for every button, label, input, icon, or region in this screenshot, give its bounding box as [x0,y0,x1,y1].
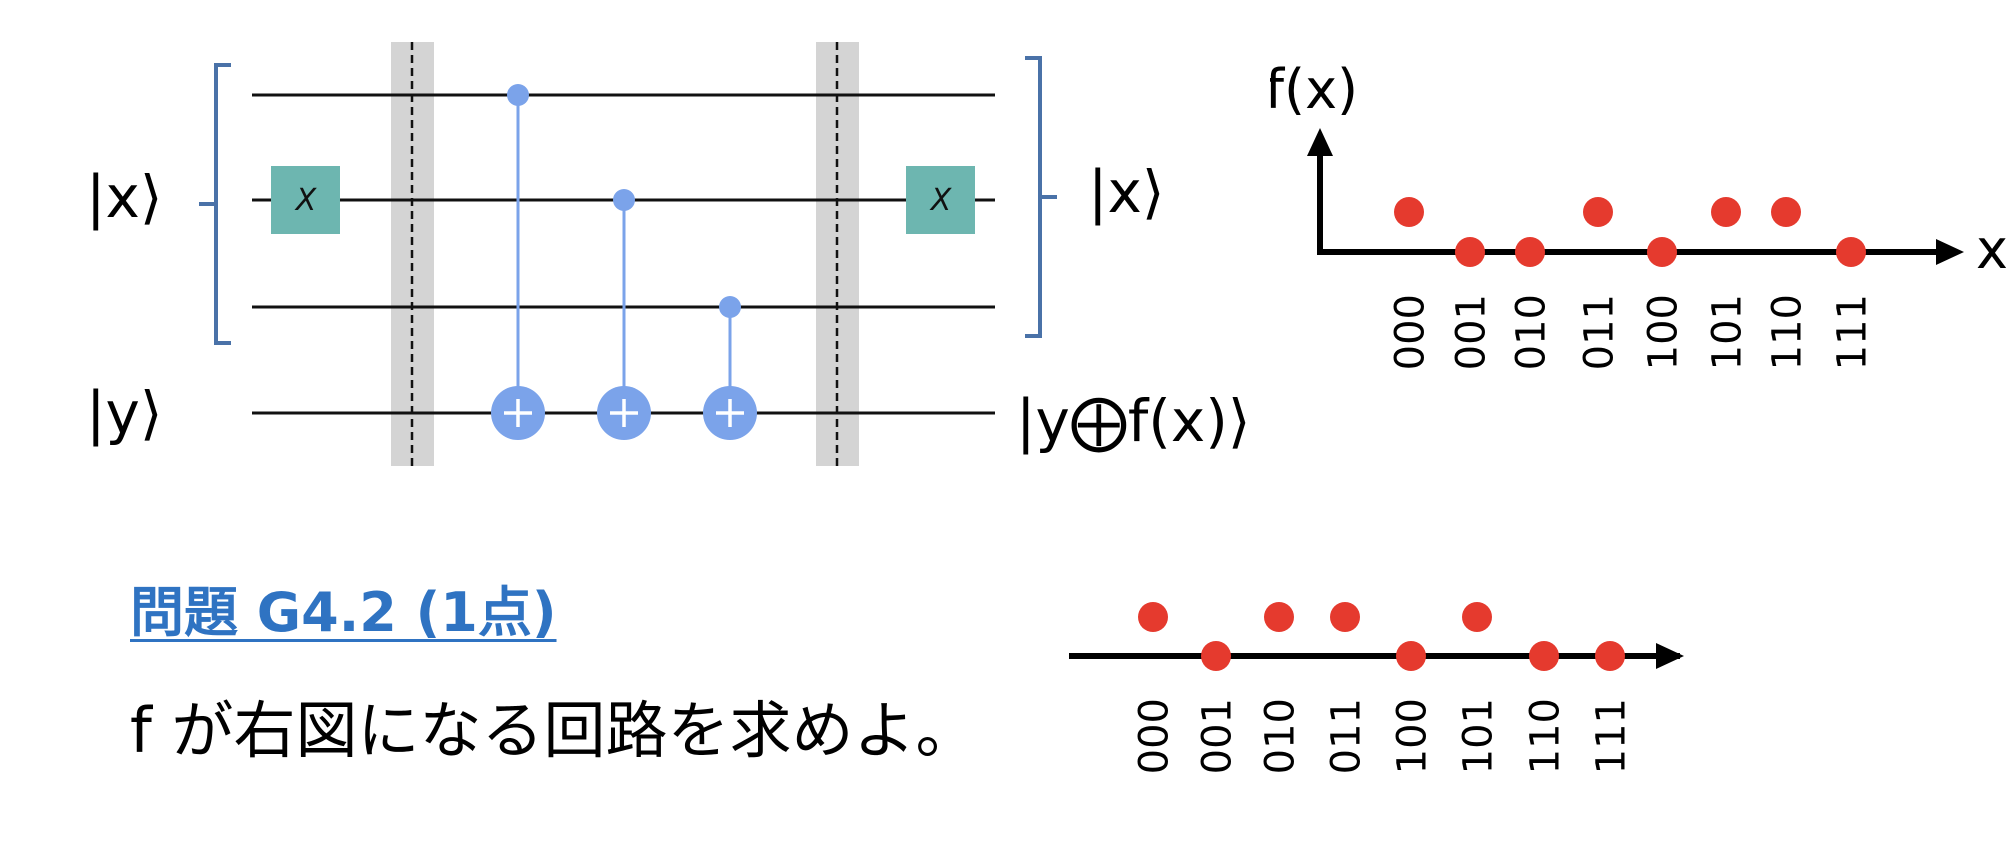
data-point-010 [1264,602,1294,632]
output-y-label: |y⨁f(x)⟩ [1016,387,1251,455]
data-point-101 [1711,197,1741,227]
data-point-000 [1394,197,1424,227]
input-x-label: |x⟩ [86,163,163,231]
quantum-circuit: X X [0,0,1290,500]
tick-label-001: 001 [1194,698,1240,774]
data-point-110 [1529,641,1559,671]
chart-top-y-arrow [1307,128,1333,156]
tick-label-111: 111 [1588,698,1634,774]
tick-label-100: 100 [1389,698,1435,774]
tick-label-101: 101 [1704,294,1750,370]
cnot-2-control-dot [719,296,741,318]
input-y-label: |y⟩ [86,379,163,447]
chart-top-xlabel: x [1976,218,2006,281]
tick-label-000: 000 [1131,698,1177,774]
tick-label-110: 110 [1522,698,1568,774]
tick-label-110: 110 [1764,294,1810,370]
input-x-bracket [199,63,231,345]
circuit-diagram: X X [199,42,1057,466]
tick-label-011: 011 [1323,698,1369,774]
output-x-label: |x⟩ [1088,158,1165,226]
data-point-010 [1515,237,1545,267]
tick-label-000: 000 [1387,294,1433,370]
data-point-100 [1396,641,1426,671]
chart-top-x-arrow [1936,239,1964,265]
data-point-111 [1836,237,1866,267]
data-point-000 [1138,602,1168,632]
data-point-110 [1771,197,1801,227]
x-gate-right [906,166,975,234]
cnot-0-target-plus [504,399,532,427]
function-chart-bottom: 000 001 010 011 100 101 110 111 [1060,580,1700,800]
data-point-101 [1462,602,1492,632]
tick-label-111: 111 [1829,294,1875,370]
x-gate-left [271,166,340,234]
data-point-011 [1330,602,1360,632]
function-chart-top-svg: f(x) x 000 001 010 011 100 101 110 111 [1265,58,2006,370]
tick-label-001: 001 [1448,294,1494,370]
data-point-111 [1595,641,1625,671]
tick-label-101: 101 [1455,698,1501,774]
cnot-1-control-dot [613,189,635,211]
data-point-001 [1201,641,1231,671]
x-gate-left-label: X [294,183,318,218]
data-point-011 [1583,197,1613,227]
function-chart-bottom-svg: 000 001 010 011 100 101 110 111 [1069,602,1684,774]
chart-bottom-x-arrow [1656,643,1684,669]
tick-label-010: 010 [1257,698,1303,774]
tick-label-010: 010 [1508,294,1554,370]
function-chart-top: f(x) x 000 001 010 011 100 101 110 111 [1265,40,2006,400]
cnot-1-target-plus [610,399,638,427]
tick-label-100: 100 [1640,294,1686,370]
cnot-2-target-plus [716,399,744,427]
cnot-0-control-dot [507,84,529,106]
tick-label-011: 011 [1576,294,1622,370]
chart-top-ylabel: f(x) [1270,58,1358,121]
output-x-bracket [1025,56,1057,338]
data-point-001 [1455,237,1485,267]
x-gate-right-label: X [929,183,953,218]
problem-statement: f が右図になる回路を求めよ。 [130,694,978,767]
data-point-100 [1647,237,1677,267]
problem-title-link[interactable]: 問題 G4.2 (1点) [130,581,557,644]
